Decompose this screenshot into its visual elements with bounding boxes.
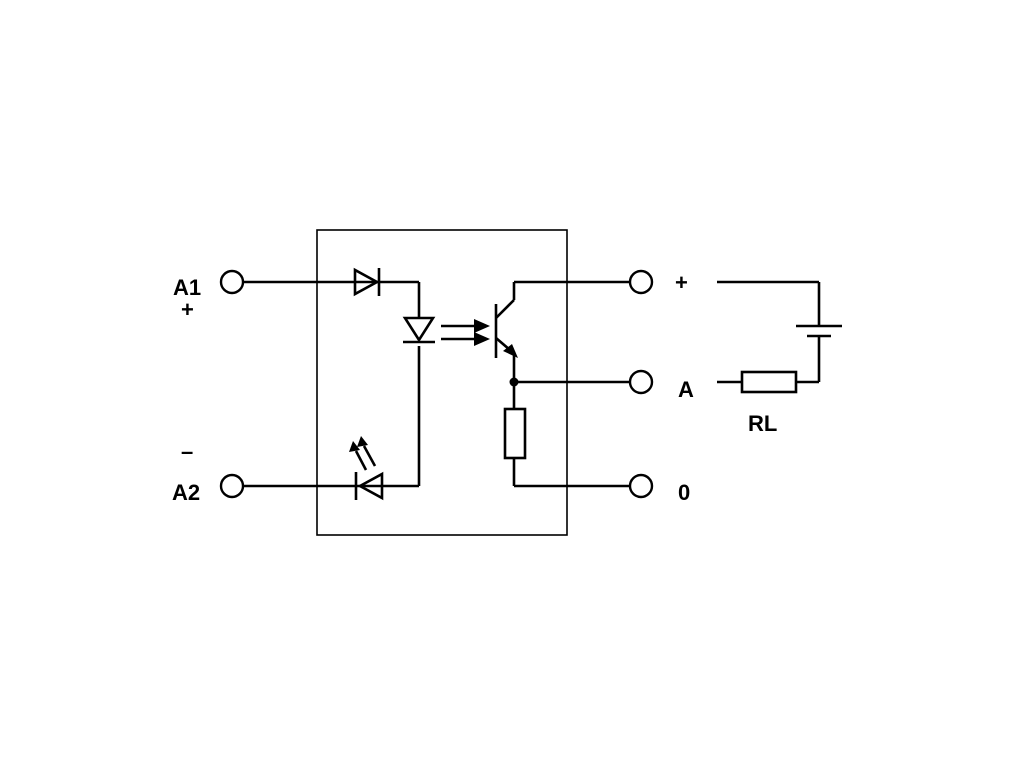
terminal-a bbox=[628, 369, 654, 395]
label-zero: 0 bbox=[678, 480, 690, 505]
label-a2-polarity: – bbox=[181, 439, 193, 464]
battery bbox=[796, 324, 842, 338]
label-a: A bbox=[678, 377, 694, 402]
internal-resistor bbox=[503, 407, 527, 460]
load-resistor bbox=[740, 370, 798, 394]
light-coupling-arrows bbox=[441, 319, 490, 346]
label-load-resistor: RL bbox=[748, 411, 777, 436]
phototransistor bbox=[494, 282, 518, 358]
label-a1-polarity: + bbox=[181, 297, 194, 322]
status-led bbox=[349, 436, 384, 501]
input-diode bbox=[353, 267, 381, 297]
optocoupler-led bbox=[402, 316, 436, 344]
terminal-zero bbox=[628, 473, 654, 499]
label-plus: + bbox=[675, 270, 688, 295]
terminal-plus bbox=[628, 269, 654, 295]
label-a2: A2 bbox=[172, 480, 200, 505]
terminal-a2 bbox=[219, 473, 245, 499]
terminal-a1 bbox=[219, 269, 245, 295]
label-a1: A1 bbox=[173, 275, 201, 300]
